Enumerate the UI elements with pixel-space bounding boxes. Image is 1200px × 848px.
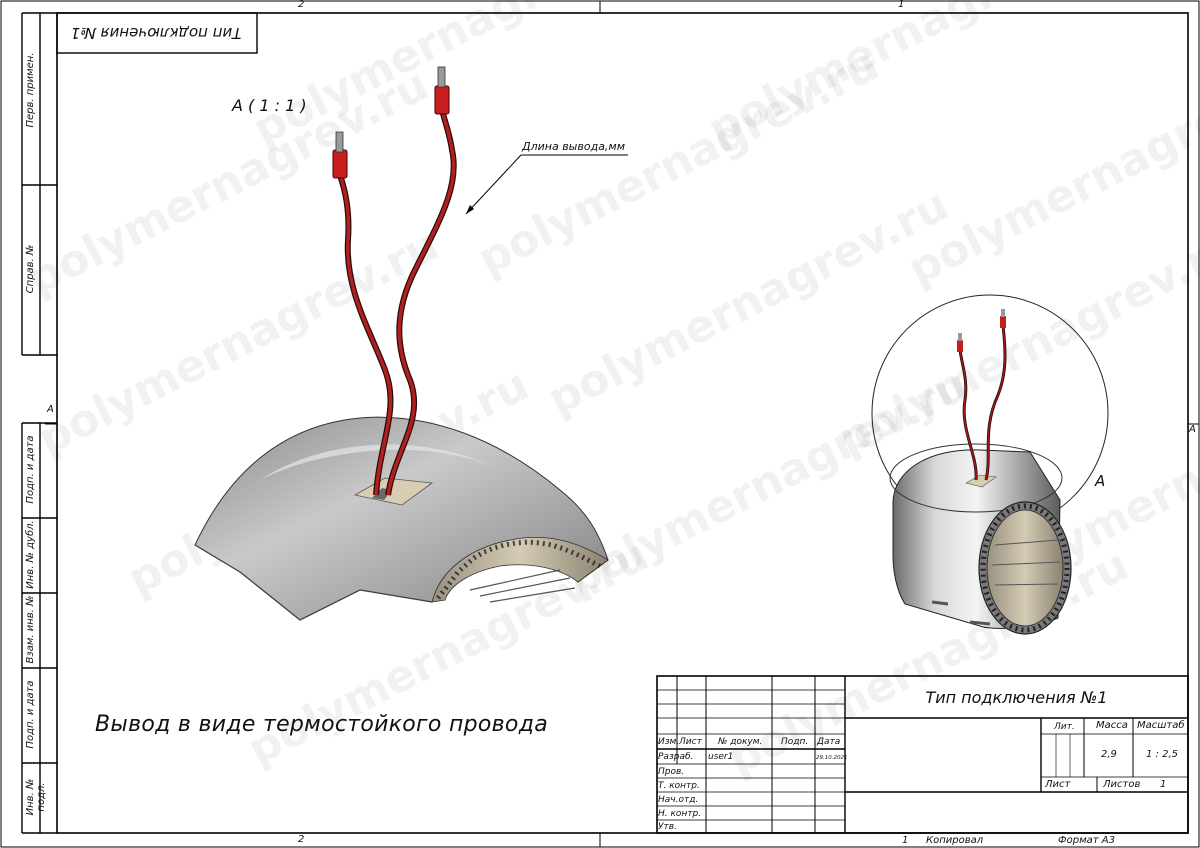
side-label: Подп. и дата bbox=[25, 435, 36, 504]
zone-marker: A bbox=[47, 404, 54, 415]
stamp-role: Разраб. bbox=[658, 752, 694, 762]
footer-zone: 1 bbox=[902, 835, 909, 846]
stamp-header: № докум. bbox=[718, 737, 763, 747]
zone-marker: 2 bbox=[298, 834, 305, 845]
callout-label: Длина вывода,мм bbox=[522, 140, 626, 153]
stamp-role: Утв. bbox=[658, 822, 677, 832]
stamp-header: Лист bbox=[679, 737, 702, 747]
zone-marker: 2 bbox=[298, 0, 305, 10]
side-label: Перв. примен. bbox=[25, 52, 36, 128]
side-label: Справ. № bbox=[25, 244, 36, 294]
stamp-header: Дата bbox=[817, 737, 841, 747]
side-label: Инв. № подл. bbox=[25, 778, 47, 816]
cylinder-view bbox=[871, 294, 1109, 635]
stamp-sheet-label: Лист bbox=[1045, 779, 1071, 790]
stamp-role: Т. контр. bbox=[658, 781, 700, 791]
side-label: Инв. № дубл. bbox=[25, 520, 36, 589]
stamp-header: Масштаб bbox=[1137, 720, 1185, 731]
mirrored-title: Тип подключения №1 bbox=[70, 24, 242, 42]
stamp-header: Масса bbox=[1096, 720, 1128, 731]
side-label: Подп. и дата bbox=[25, 680, 36, 749]
detail-marker: A bbox=[1095, 472, 1106, 490]
stamp-header: Подп. bbox=[781, 737, 809, 747]
zone-marker: A bbox=[1189, 424, 1196, 435]
stamp-role: Нач.отд. bbox=[658, 795, 699, 805]
stamp-sheets-count: 1 bbox=[1160, 779, 1167, 790]
stamp-sheets-label: Листов bbox=[1103, 779, 1141, 790]
stamp-date: 29.10.2021 bbox=[816, 755, 848, 761]
view-label: A ( 1 : 1 ) bbox=[232, 96, 307, 115]
zone-marker: 1 bbox=[898, 0, 905, 10]
stamp-title: Тип подключения №1 bbox=[925, 688, 1108, 707]
stamp-mass: 2,9 bbox=[1101, 749, 1117, 760]
detail-view-a bbox=[194, 66, 628, 621]
stamp-author: user1 bbox=[708, 752, 734, 762]
stamp-role: Н. контр. bbox=[658, 809, 702, 819]
drawing-caption: Вывод в виде термостойкого провода bbox=[95, 712, 548, 737]
stamp-header: Лит. bbox=[1054, 722, 1075, 732]
footer-format: Формат A3 bbox=[1058, 835, 1115, 846]
stamp-role: Пров. bbox=[658, 767, 685, 777]
stamp-scale: 1 : 2,5 bbox=[1146, 749, 1178, 760]
stamp-header: Изм. bbox=[658, 737, 680, 747]
footer-copied: Копировал bbox=[926, 835, 984, 846]
side-label: Взам. инв. № bbox=[25, 595, 36, 664]
